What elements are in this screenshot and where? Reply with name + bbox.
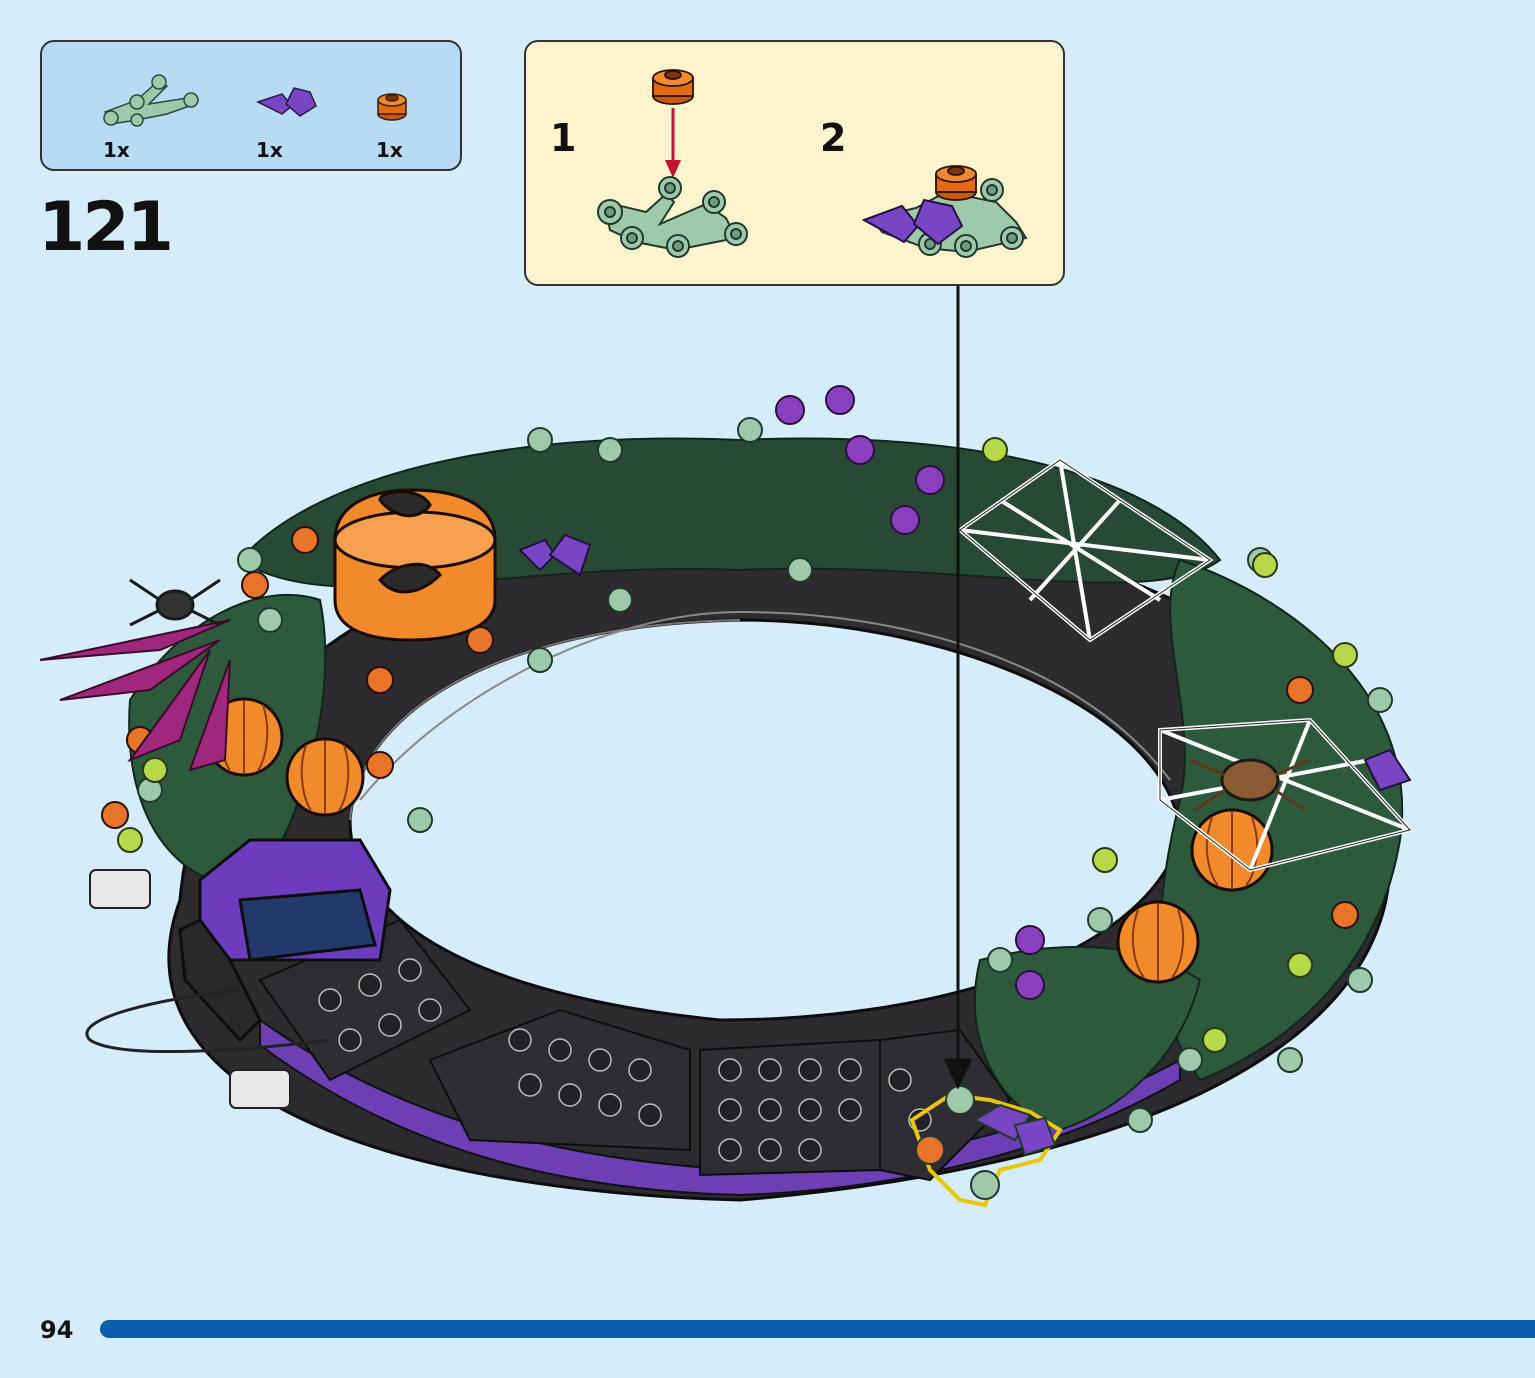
assembly-arrow-icon [665,108,681,178]
substep-illustrations [597,69,1028,258]
substep-1-orange-plate [652,69,694,105]
parts-item-branch: 1x [97,62,207,162]
substep-1-number: 1 [550,116,577,160]
placement-pointer [943,286,973,1090]
battery-cable [85,988,331,1054]
page-number: 94 [40,1316,74,1344]
substep-2-orange-plate [935,165,977,201]
part-quantity: 1x [103,138,130,162]
treasure-chest [178,838,392,1043]
substep-1-branch-plate [597,176,748,258]
substep-2-butterfly [861,198,964,246]
orange-plates [101,526,1359,929]
parts-item-round-plate: 1x [372,62,482,162]
front-plates [258,918,1012,1182]
highlighted-new-part [909,1092,1063,1208]
parts-item-butterfly: 1x [252,62,362,162]
magenta-leaves [39,619,231,772]
progress-bar [100,1320,1535,1338]
parts-list-box: 1x 1x 1x [40,40,462,171]
spiders [129,578,1311,812]
orange-round-plate-icon [377,93,407,121]
highlighted-assembly-parts [915,1085,1057,1200]
wreath-model-illustration [39,286,1414,1208]
pumpkin-ribs [219,700,1259,980]
sub-assembly-callout: 1 2 [524,40,1065,286]
step-number: 121 [38,188,174,267]
part-quantity: 1x [256,138,283,162]
light-connectors [89,869,291,1109]
web-outline [959,459,1411,871]
lime-studs [117,437,1358,1053]
jack-o-lantern [333,488,497,642]
purple-butterfly-icon [256,87,317,117]
sand-green-branch-plate-icon [103,74,199,127]
part-quantity: 1x [376,138,403,162]
purple-butterflies [518,533,1412,792]
branch-pieces [137,417,1393,1133]
substep-2-number: 2 [820,116,847,160]
